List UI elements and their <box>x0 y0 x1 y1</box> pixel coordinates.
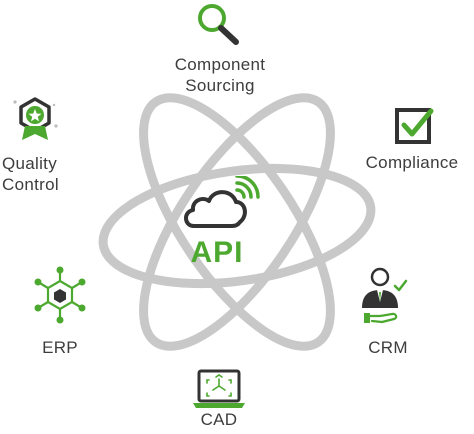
checkbox-icon <box>395 108 434 144</box>
node-label-component-sourcing-line2: Sourcing <box>185 76 255 95</box>
node-label-component-sourcing-line1: Component <box>174 55 266 74</box>
orbit-ring-horizontal <box>98 163 376 289</box>
node-label-quality-control-line2: Control <box>2 175 59 194</box>
laptop-3d-cube-icon <box>193 369 245 408</box>
network-hexagon-icon <box>34 266 86 324</box>
node-label-compliance: Compliance <box>365 153 459 172</box>
node-label-cad: CAD <box>200 410 238 429</box>
node-label-crm: CRM <box>368 338 408 357</box>
hexagon-star-badge-icon <box>13 97 58 140</box>
orbit-ring-left-tilt <box>139 93 335 351</box>
businessman-handshake-icon <box>362 267 408 324</box>
node-label-quality-control-line1: Quality <box>2 154 58 173</box>
magnifier-icon <box>198 4 239 45</box>
orbit-ring-right-tilt <box>139 93 335 351</box>
center-api-label: API <box>190 236 244 269</box>
node-label-erp: ERP <box>42 338 78 357</box>
cloud-wifi-icon <box>184 176 260 228</box>
